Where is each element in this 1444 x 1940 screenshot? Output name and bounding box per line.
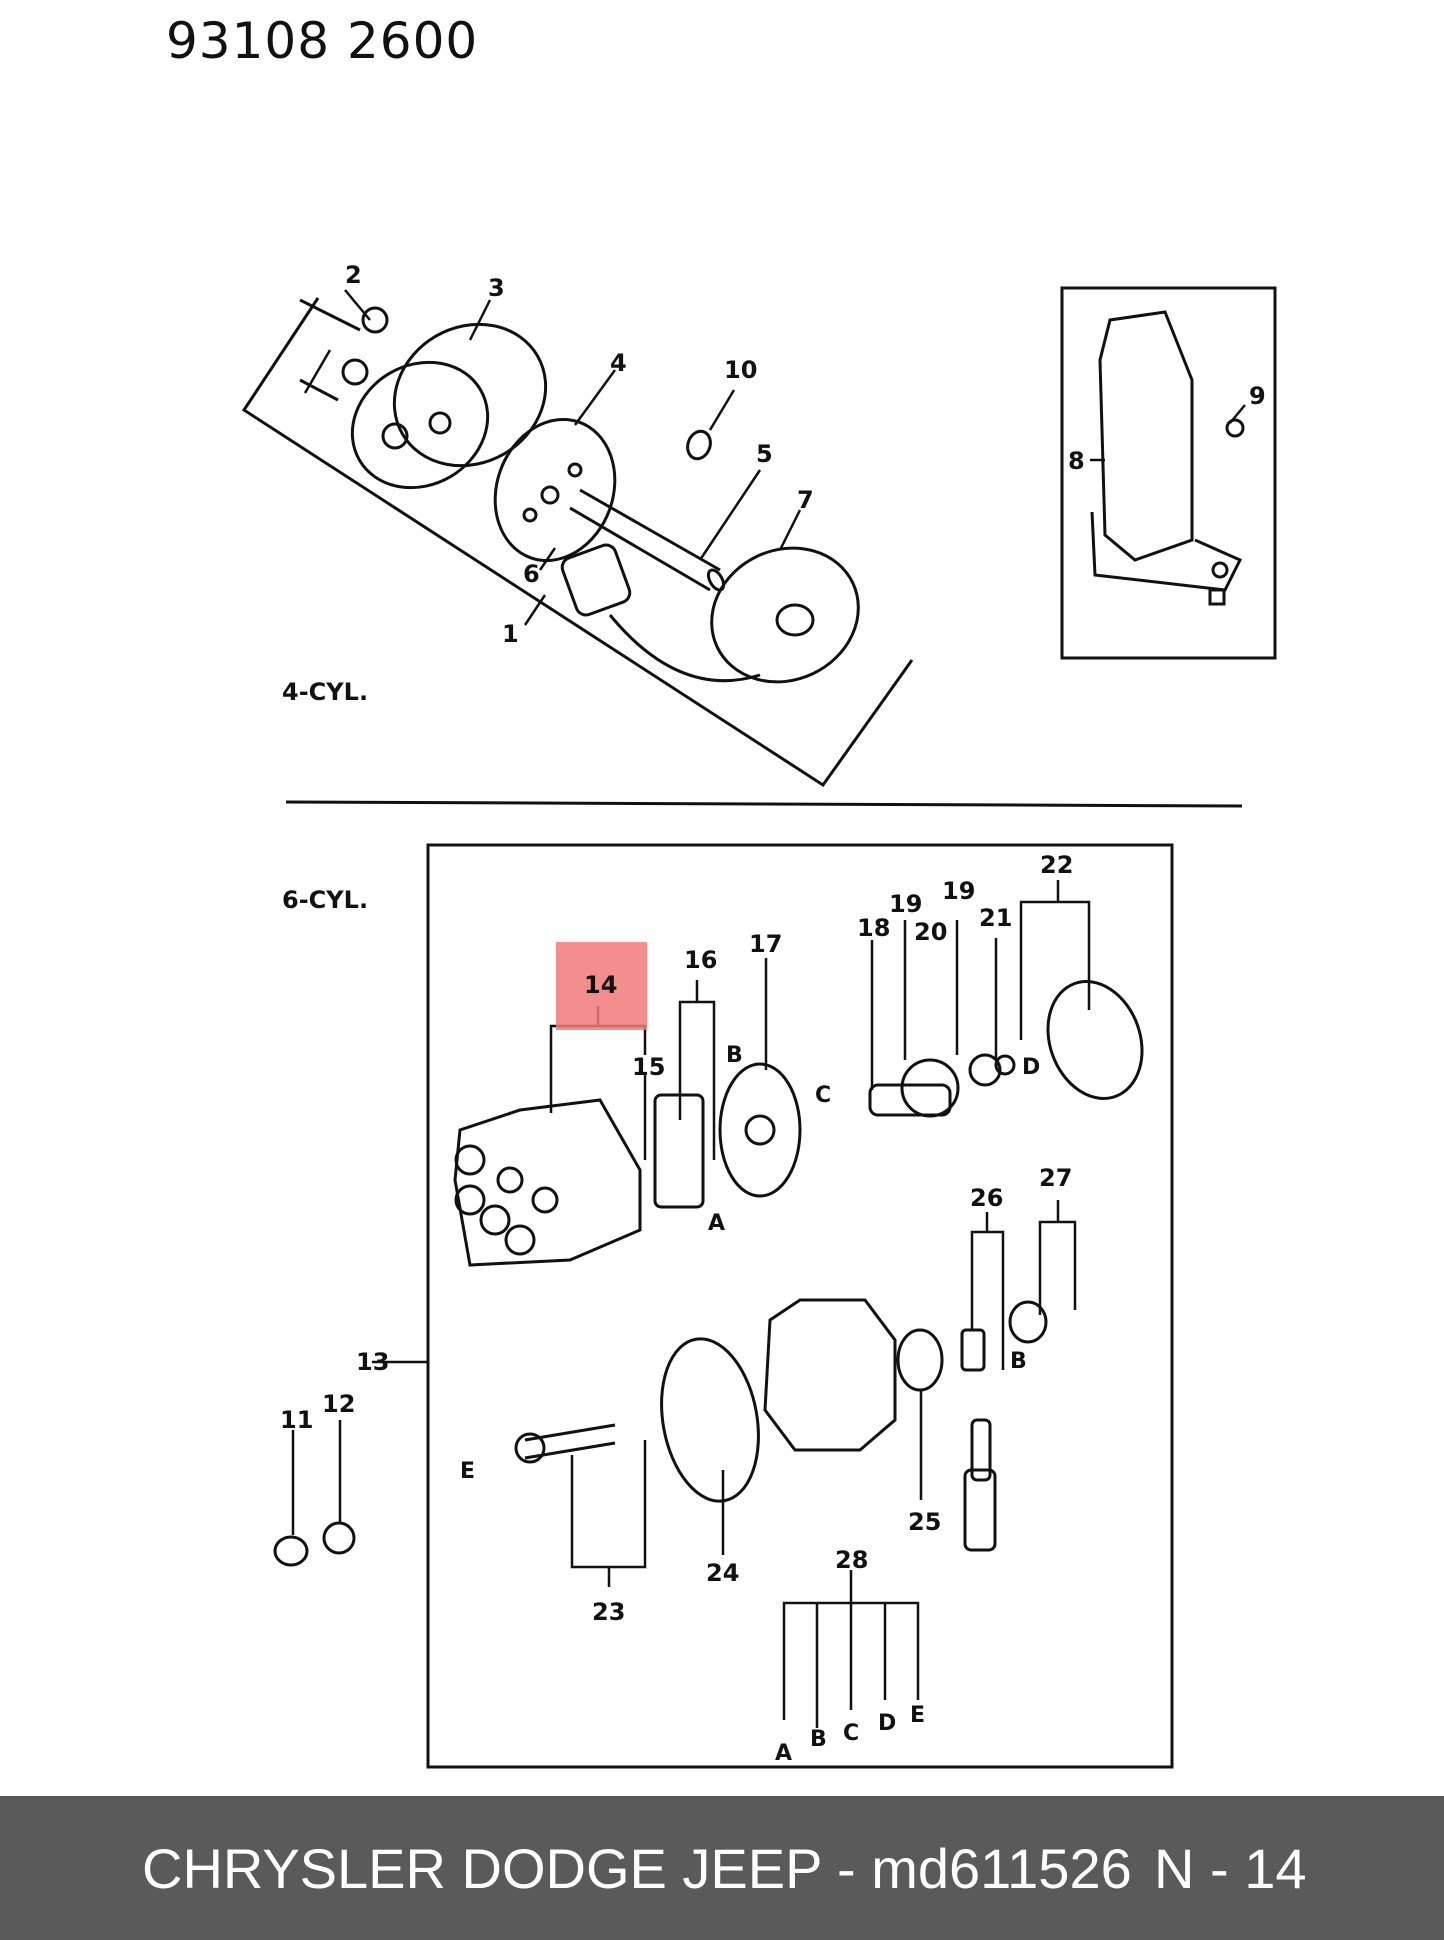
- callout-23: 23: [592, 1598, 625, 1626]
- callout-26: 26: [970, 1184, 1003, 1212]
- four-cyl-frame: [241, 297, 914, 788]
- letter-a-bracket: A: [775, 1741, 792, 1766]
- section-divider: [285, 800, 1243, 808]
- callout-19a: 19: [889, 890, 922, 918]
- letter-d-plate: D: [1022, 1055, 1040, 1080]
- six-cyl-frame: [426, 843, 1174, 1769]
- callout-20: 20: [914, 918, 947, 946]
- part-11-nut: [273, 1535, 309, 1567]
- letter-e-shaft: E: [460, 1459, 475, 1484]
- letter-a-rotor: A: [708, 1211, 725, 1236]
- catalog-code: 93108 2600: [166, 12, 479, 70]
- callout-1: 1: [502, 620, 519, 648]
- callout-14: 14: [584, 971, 617, 999]
- letter-c-bracket: C: [843, 1721, 859, 1746]
- callout-17: 17: [749, 930, 782, 958]
- callout-22: 22: [1040, 851, 1073, 879]
- callout-28: 28: [835, 1546, 868, 1574]
- four-cyl-label: 4-CYL.: [282, 678, 368, 706]
- letter-e-bracket: E: [910, 1703, 925, 1728]
- callout-15: 15: [632, 1053, 665, 1081]
- four-cyl-cap: [341, 306, 548, 490]
- distributor-exploded-diagram: 4-CYL. 6-CYL. 1 2 3 4 5 6 7 8 9 10 11 12…: [241, 261, 1277, 1769]
- callout-10: 10: [724, 356, 757, 384]
- letter-b-shield: B: [726, 1043, 743, 1068]
- letter-c-shaft: C: [815, 1083, 831, 1108]
- letter-b-sensor: B: [1010, 1349, 1027, 1374]
- four-cyl-housing: [493, 417, 617, 563]
- footer-bar: CHRYSLER DODGE JEEP - md611526 N - 14: [0, 1796, 1444, 1940]
- callout-3: 3: [488, 274, 505, 302]
- six-cyl-label: 6-CYL.: [282, 886, 368, 914]
- footer-page-ref: N - 14: [1154, 1837, 1307, 1900]
- callout-11: 11: [280, 1406, 313, 1434]
- callout-24: 24: [706, 1559, 739, 1587]
- inset-frame: [1060, 286, 1277, 660]
- callout-18: 18: [857, 914, 890, 942]
- callout-19b: 19: [942, 877, 975, 905]
- callout-4: 4: [610, 349, 627, 377]
- footer-title: CHRYSLER DODGE JEEP - md611526: [142, 1837, 1132, 1900]
- part-14-highlight: [556, 942, 647, 1030]
- inset-module: [1090, 310, 1245, 606]
- four-cyl-plate: [710, 546, 860, 684]
- six-cyl-cap: [453, 1098, 642, 1267]
- callout-21: 21: [979, 904, 1012, 932]
- callout-13: 13: [356, 1348, 389, 1376]
- six-cyl-housing: [763, 1298, 944, 1452]
- callout-6: 6: [523, 560, 540, 588]
- callout-16: 16: [684, 946, 717, 974]
- letter-d-bracket: D: [878, 1711, 896, 1736]
- callout-5: 5: [756, 440, 773, 468]
- callout-9: 9: [1249, 382, 1266, 410]
- callout-12: 12: [322, 1390, 355, 1418]
- callout-8: 8: [1068, 447, 1085, 475]
- letter-b-bracket: B: [810, 1727, 827, 1752]
- part-12-washer: [322, 1521, 356, 1555]
- callout-25: 25: [908, 1508, 941, 1536]
- callout-2: 2: [345, 261, 362, 289]
- callout-7: 7: [797, 486, 814, 514]
- callout-27: 27: [1039, 1164, 1072, 1192]
